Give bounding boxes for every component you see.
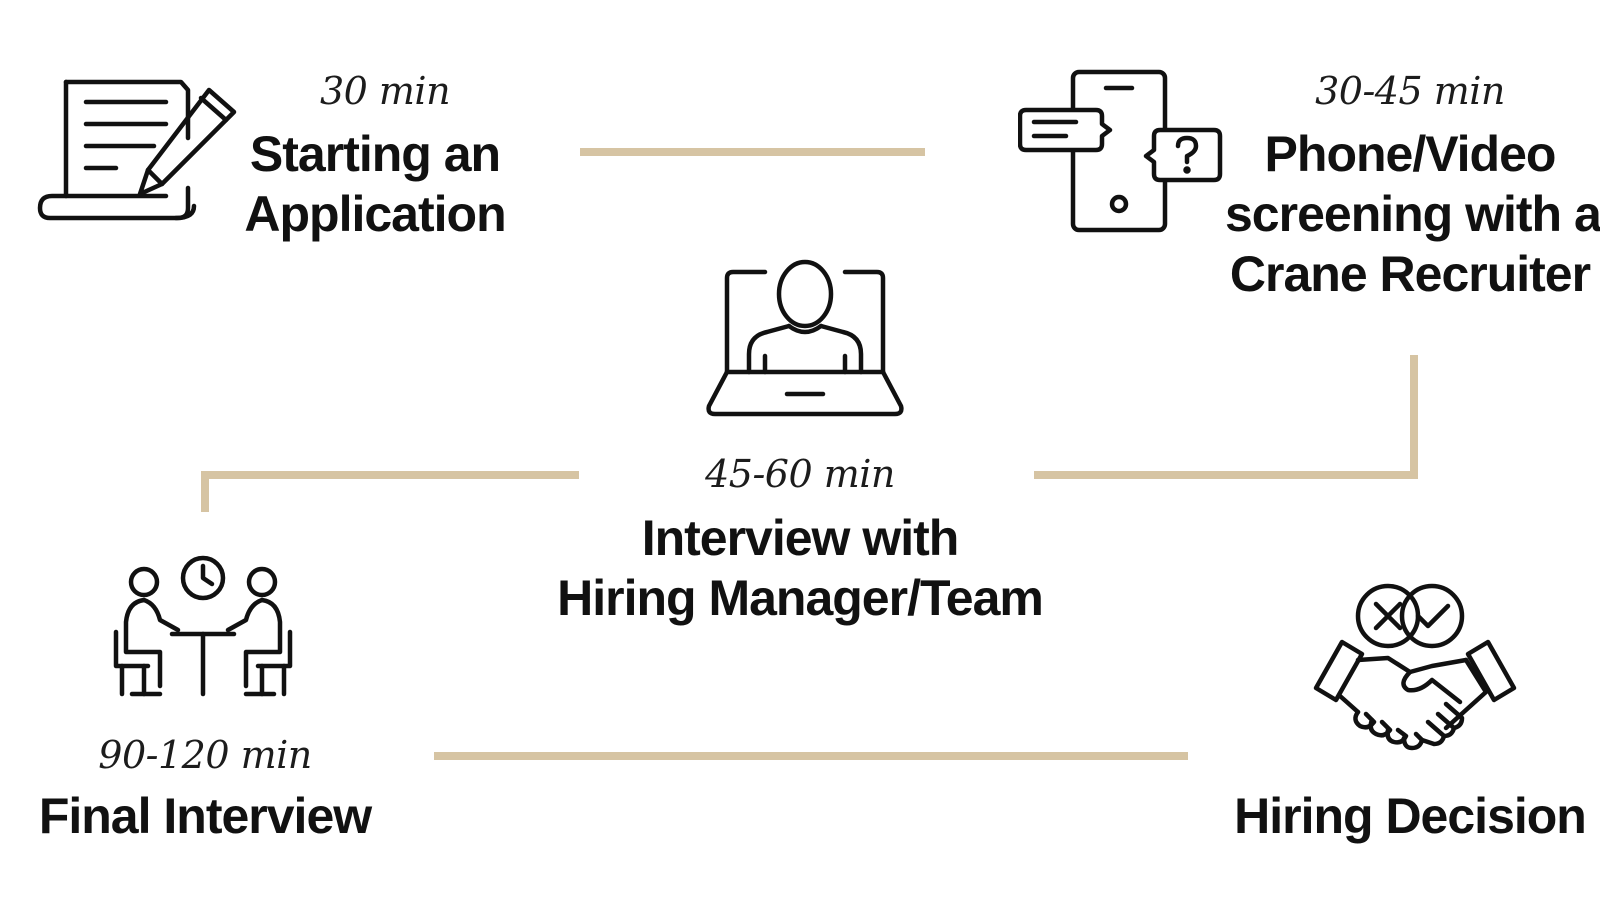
step-2-title-line-3: Crane Recruiter xyxy=(1229,246,1591,302)
handshake-decision-icon xyxy=(1310,580,1520,760)
connector-step2-step3 xyxy=(1034,355,1418,479)
connector-step3-step4 xyxy=(201,471,579,512)
step-2-title: Phone/Video screening with a Crane Recru… xyxy=(1225,124,1600,304)
laptop-video-call-icon xyxy=(705,256,905,424)
step-4-duration: 90-120 min xyxy=(98,733,312,777)
step-1-title: Starting an Application xyxy=(230,124,520,244)
step-2-title-line-2: screening with a xyxy=(1225,186,1600,242)
step-1-title-line-2: Application xyxy=(244,186,506,242)
step-5-title-line-1: Hiring Decision xyxy=(1234,788,1587,844)
document-pen-icon xyxy=(36,68,241,228)
step-4-title: Final Interview xyxy=(25,786,385,846)
step-3-title-line-1: Interview with xyxy=(641,510,960,566)
step-3-title-line-2: Hiring Manager/Team xyxy=(557,570,1044,626)
step-5-title: Hiring Decision xyxy=(1225,786,1595,846)
phone-chat-question-icon xyxy=(1018,66,1223,236)
step-1-duration: 30 min xyxy=(319,69,451,113)
meeting-table-clock-icon xyxy=(108,554,298,702)
step-3-duration: 45-60 min xyxy=(705,452,895,496)
step-3-title: Interview with Hiring Manager/Team xyxy=(555,508,1045,628)
step-1-title-line-1: Starting an xyxy=(249,126,501,182)
step-2-duration: 30-45 min xyxy=(1315,69,1505,113)
step-2-title-line-1: Phone/Video xyxy=(1264,126,1557,182)
step-4-title-line-1: Final Interview xyxy=(38,788,372,844)
